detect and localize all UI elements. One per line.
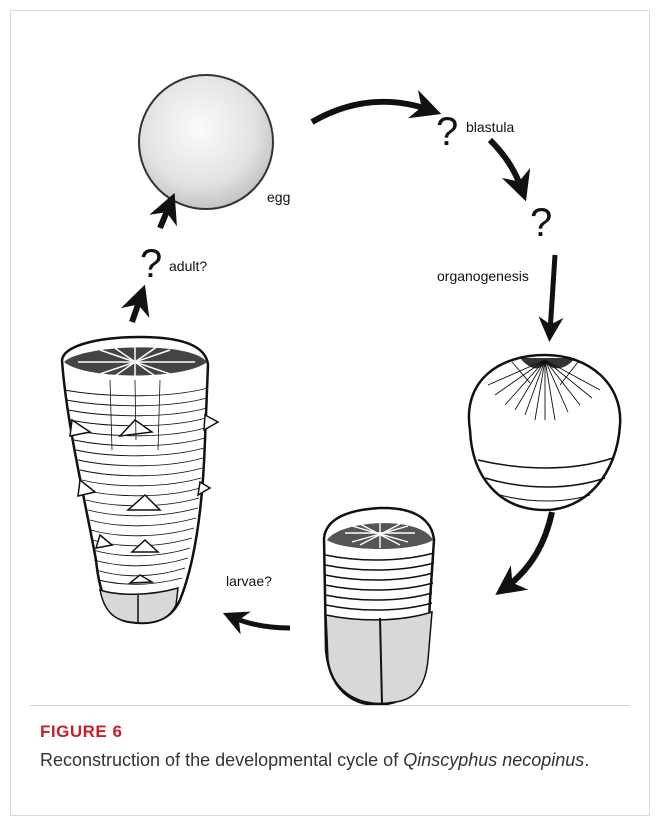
figure-number: FIGURE 6	[40, 722, 122, 742]
arrow-adult-lower	[132, 296, 141, 322]
question-mark-adult: ?	[140, 244, 162, 284]
question-mark-blastula: ?	[436, 112, 458, 152]
arrow-to-polyp	[505, 512, 552, 588]
larva-drawing	[324, 508, 434, 705]
arrow-blastula-to-stage2	[490, 140, 522, 190]
caption-species: Qinscyphus necopinus	[403, 750, 584, 770]
arrow-egg-to-blastula	[312, 102, 430, 122]
label-larvae: larvae?	[226, 573, 272, 589]
arrow-organogenesis	[550, 255, 555, 332]
label-adult: adult?	[169, 258, 207, 274]
caption-text-after: .	[584, 750, 589, 770]
label-blastula: blastula	[466, 119, 514, 135]
figure-caption: Reconstruction of the developmental cycl…	[40, 748, 620, 772]
arrow-larvae	[232, 617, 290, 628]
label-egg: egg	[267, 189, 290, 205]
caption-text-before: Reconstruction of the developmental cycl…	[40, 750, 403, 770]
caption-divider	[30, 705, 630, 706]
label-organogenesis: organogenesis	[437, 268, 529, 284]
embryo-drawing	[469, 355, 620, 510]
arrow-adult-upper	[160, 204, 170, 228]
question-mark-stage2: ?	[530, 203, 552, 243]
adult-drawing	[62, 337, 218, 623]
egg-drawing	[139, 75, 273, 209]
